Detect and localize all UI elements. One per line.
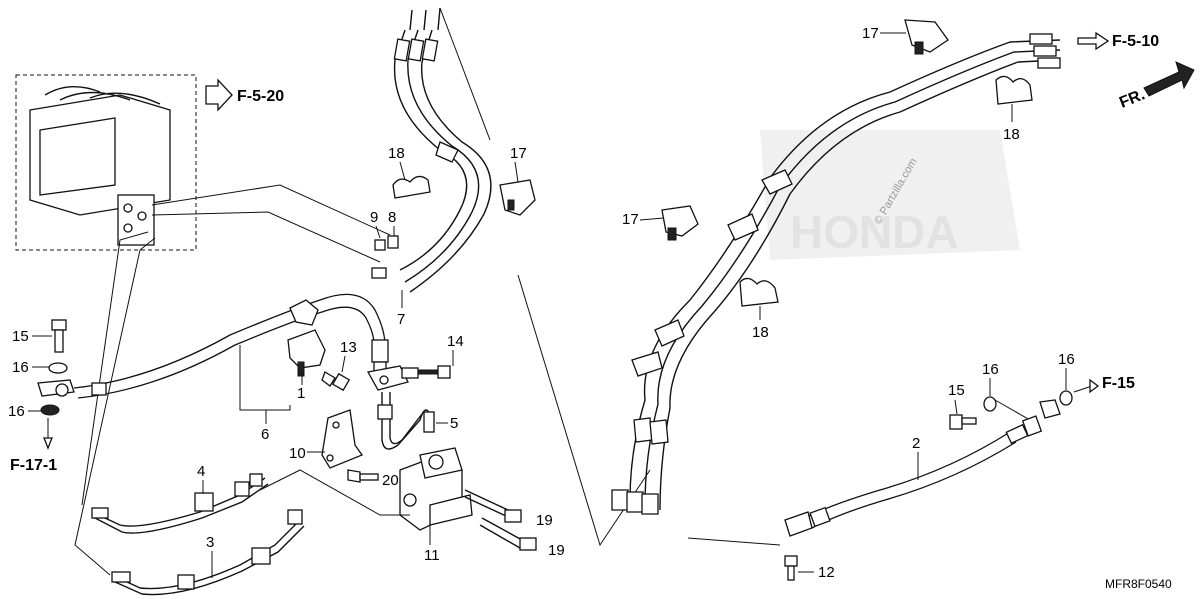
center-pipe-bundle (393, 7, 651, 547)
diagram-code: MFR8F0540 (1105, 577, 1172, 591)
watermark-brand: HONDA (790, 206, 959, 258)
callout-17-mid: 17 (510, 145, 527, 162)
callout-6: 6 (261, 426, 269, 443)
pipe-3: 3 (111, 509, 305, 596)
joint-14-pipe-5: 14 5 (366, 333, 464, 450)
modulator-leaders (74, 184, 391, 576)
callout-2: 2 (912, 435, 920, 452)
abs-modulator-inset (15, 74, 197, 251)
callout-13: 13 (340, 339, 357, 356)
callout-1: 1 (297, 385, 305, 402)
ref-f5-20: F-5-20 (237, 88, 284, 105)
callout-4: 4 (197, 463, 205, 480)
callout-18-right-top: 18 (1003, 126, 1020, 143)
callout-5: 5 (450, 415, 458, 432)
callout-8: 8 (388, 209, 396, 226)
clamp-17-top: 17 (862, 19, 949, 55)
ref-f17-1: F-17-1 (10, 457, 57, 474)
callout-12: 12 (818, 564, 835, 581)
ref-f15: F-15 (1102, 375, 1135, 392)
callout-15-right: 15 (948, 382, 965, 399)
bolt-13: 13 (321, 339, 357, 392)
front-indicator-label: FR. (1117, 86, 1147, 111)
left-banjo-fitting: 15 16 16 F-17-1 (8, 319, 75, 474)
callout-18-right-mid: 18 (752, 324, 769, 341)
bracket-10: 10 20 (289, 409, 399, 489)
callout-19-a: 19 (536, 512, 553, 529)
callout-18-top: 18 (388, 145, 405, 162)
callout-14: 14 (447, 333, 464, 350)
callout-17-top: 17 (862, 25, 879, 42)
callout-17-right: 17 (622, 211, 639, 228)
valve-11: 19 19 11 (259, 447, 565, 564)
front-indicator: FR. (1117, 61, 1195, 112)
ref-f5-10-label: F-5-10 (1112, 33, 1159, 50)
callout-3: 3 (206, 534, 214, 551)
clip-18-right-top: 18 (995, 75, 1033, 143)
ref-arrow-f5-20: F-5-20 (205, 78, 284, 112)
brake-hose-6: 1 6 (73, 293, 389, 443)
callout-10: 10 (289, 445, 306, 462)
callout-16-left-b: 16 (8, 403, 25, 420)
clamp-17-right: 17 (622, 205, 699, 241)
callout-7: 7 (397, 311, 405, 328)
callout-16-right-a: 16 (982, 361, 999, 378)
callout-16-left-a: 16 (12, 359, 29, 376)
callout-20: 20 (382, 472, 399, 489)
callout-11: 11 (424, 547, 440, 564)
clip-18-right-mid: 18 (739, 277, 779, 341)
callout-19-b: 19 (548, 542, 565, 559)
fittings-7-8-9: 9 8 7 (370, 209, 405, 328)
callout-15-left: 15 (12, 328, 29, 345)
callout-16-right-b: 16 (1058, 351, 1075, 368)
watermark: HONDA © Partzilla.com (760, 130, 1020, 260)
ref-f5-10: F-5-10 (1077, 31, 1159, 51)
pipe-4: 4 (91, 463, 269, 534)
callout-9: 9 (370, 209, 378, 226)
right-pipe-bundle (611, 33, 1061, 515)
clamp-17-mid: 17 (499, 145, 536, 216)
clip-18-top: 18 (388, 145, 431, 199)
rear-hose-assembly: 15 16 16 F-15 2 12 (687, 351, 1135, 581)
